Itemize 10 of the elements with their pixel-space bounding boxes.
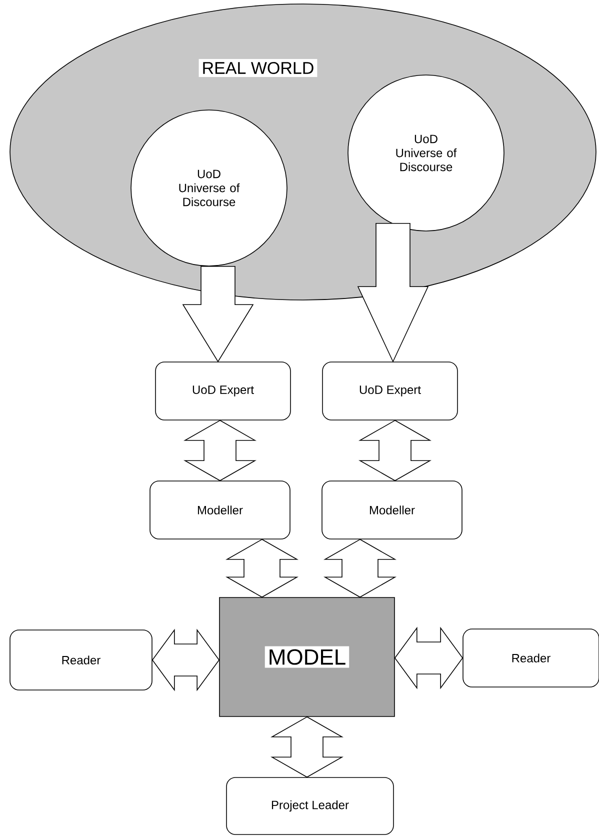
role-box: Reader [462, 628, 599, 688]
block-arrow [182, 266, 254, 362]
model-box: MODEL [219, 597, 395, 717]
role-box: Project Leader [226, 777, 394, 835]
role-box: Modeller [150, 480, 290, 540]
block-arrow [357, 223, 429, 363]
role-box: Reader [10, 630, 152, 690]
role-box: UoD Expert [322, 362, 458, 420]
role-box: UoD Expert [155, 362, 291, 420]
role-box: Modeller [322, 480, 462, 540]
